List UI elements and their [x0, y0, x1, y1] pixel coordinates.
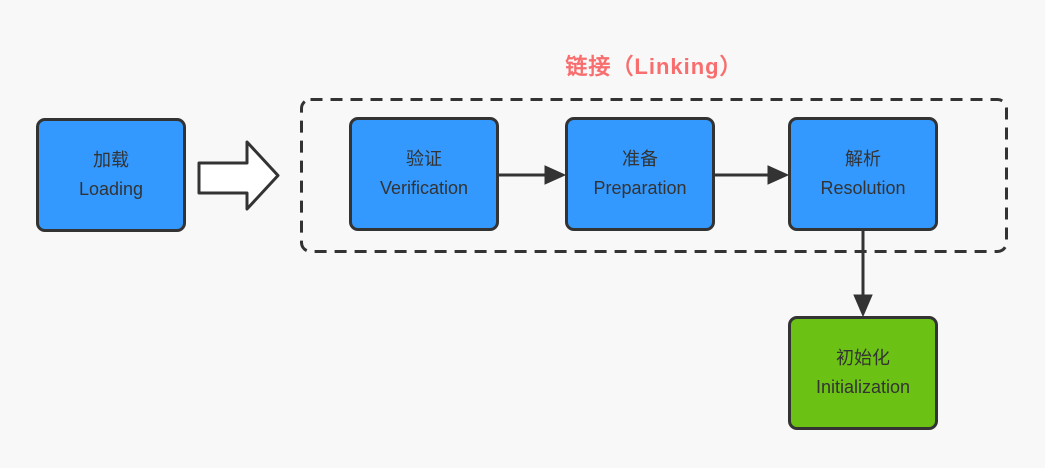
node-loading-label-cn: 加载 — [93, 150, 129, 170]
node-verification: 验证 Verification — [349, 117, 499, 231]
arrow-verification-to-preparation-icon — [499, 165, 567, 185]
node-preparation-label-cn: 准备 — [622, 149, 658, 169]
node-initialization: 初始化 Initialization — [788, 316, 938, 430]
arrow-resolution-to-initialization-icon — [853, 231, 873, 318]
node-preparation-label-en: Preparation — [593, 178, 687, 198]
node-initialization-label-cn: 初始化 — [836, 348, 890, 368]
node-resolution-label-en: Resolution — [820, 178, 906, 198]
node-loading-label-en: Loading — [78, 179, 144, 199]
node-resolution-label-cn: 解析 — [845, 149, 881, 169]
node-resolution: 解析 Resolution — [788, 117, 938, 231]
block-arrow-loading-to-linking-icon — [197, 140, 280, 211]
node-verification-label-cn: 验证 — [406, 149, 442, 169]
linking-group-dashed-border — [300, 98, 1008, 253]
node-verification-label-en: Verification — [379, 178, 469, 198]
arrow-preparation-to-resolution-icon — [715, 165, 790, 185]
node-preparation: 准备 Preparation — [565, 117, 715, 231]
node-initialization-label-en: Initialization — [815, 377, 911, 397]
node-loading: 加载 Loading — [36, 118, 186, 232]
linking-group-title: 链接（Linking） — [565, 54, 743, 79]
